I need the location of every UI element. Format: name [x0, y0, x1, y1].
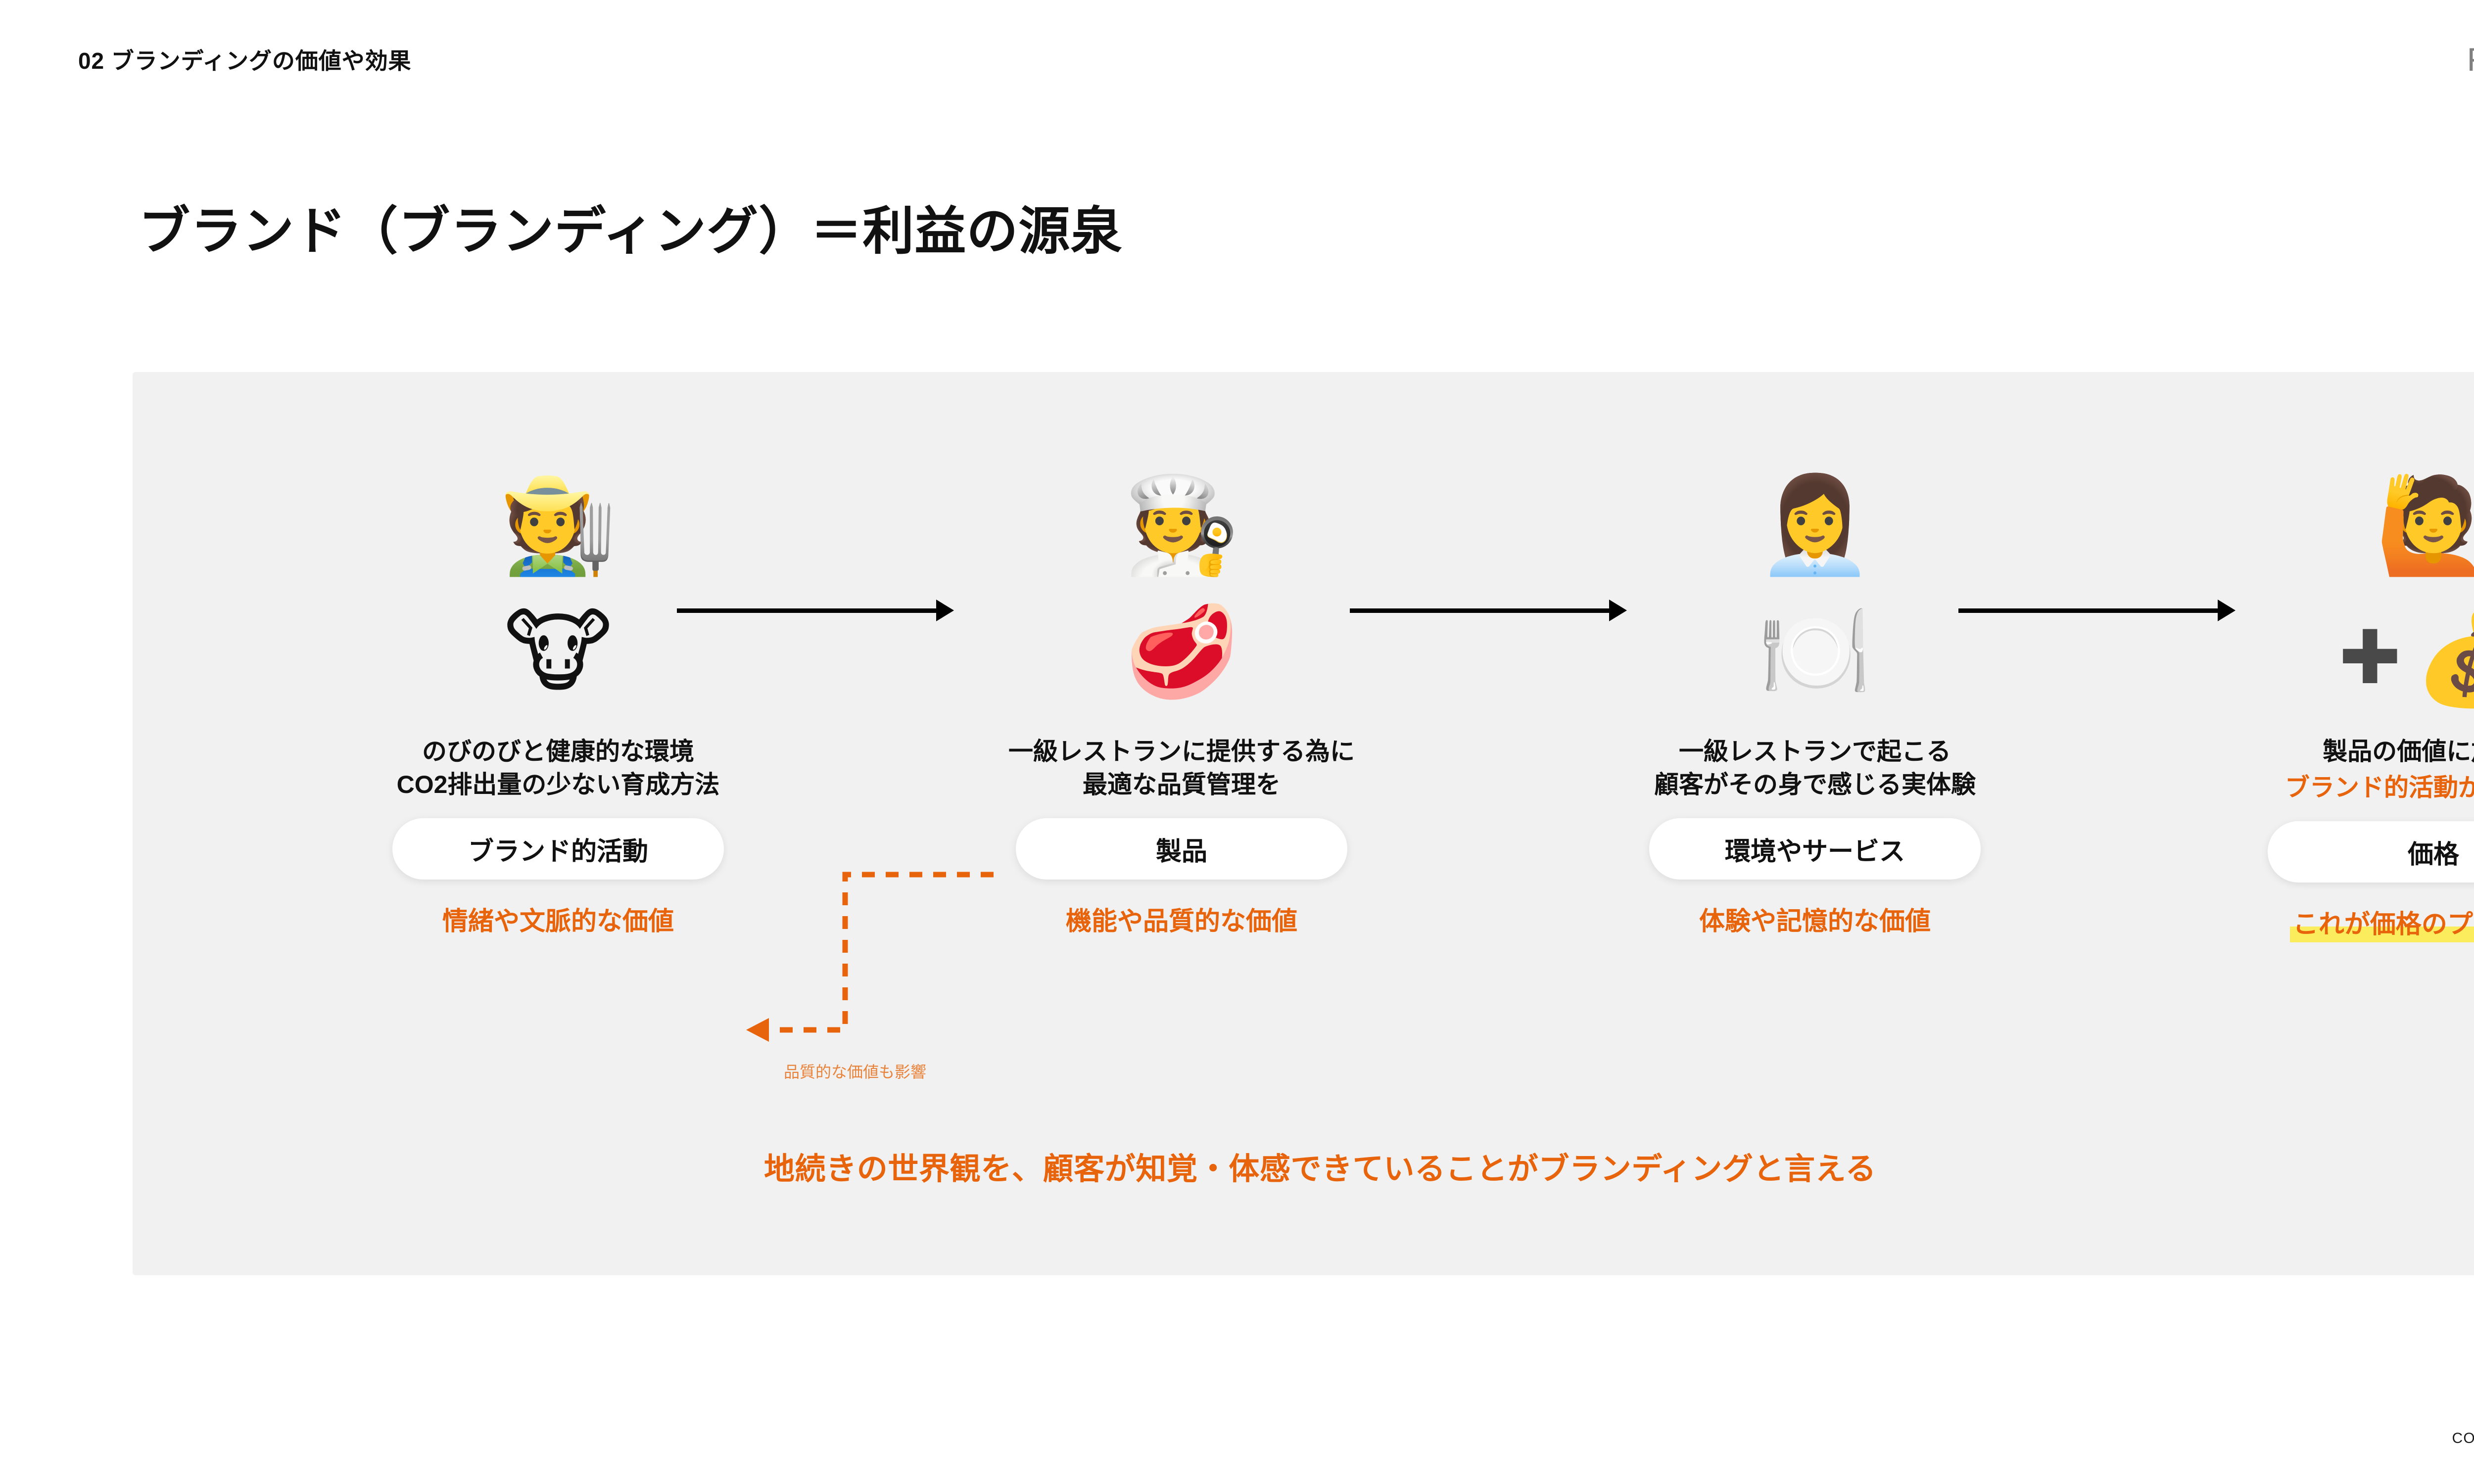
price-emoji-group: ✚ 💰 [2156, 590, 2474, 713]
stage-pill-label: 価格 [2407, 840, 2459, 869]
page-title: ブランド（ブランディング）＝利益の源泉 [139, 203, 1123, 260]
value-label: 体験や記憶的な価値 [1699, 907, 1931, 936]
confidential-label: CONFIDENTIAL [2452, 1430, 2474, 1446]
money-bag-emoji: 💰 [2414, 604, 2474, 711]
farmer-emoji: 🧑‍🌾 [499, 470, 617, 580]
stage-pill-environment-service[interactable]: 環境やサービス [1649, 818, 1981, 880]
value-chain-flow: 🧑‍🌾 🐮 のびのびと健康的な環境 CO2排出量の少ない育成方法 ブランド的活動… [133, 372, 2474, 1275]
stage-pill-product[interactable]: 製品 [1016, 818, 1347, 880]
arrow-shaft [1958, 608, 2219, 613]
column-caption: 製品の価値に加えて [2323, 738, 2474, 765]
column-caption: 一級レストランに提供する為に 最適な品質管理を [1008, 738, 1355, 798]
arrow-shaft [677, 608, 937, 613]
summary-statement: 地続きの世界観を、顧客が知覚・体感できていることがブランディングと言える [763, 1152, 1877, 1186]
stage-pill-label: 製品 [1155, 837, 1207, 866]
column-caption: のびのびと健康的な環境 CO2排出量の少ない育成方法 [396, 738, 720, 798]
slide-header: 02 ブランディングの価値や効果 FRACTA ® [0, 0, 2474, 99]
fork-knife-plate-emoji: 🍽️ [1758, 598, 1872, 705]
woman-office-worker-emoji: 👩‍💼 [1756, 470, 1874, 580]
chef-emoji: 🧑‍🍳 [1123, 470, 1240, 580]
logo-wordmark: FRACTA [2467, 43, 2474, 76]
slide-footer: CONFIDENTIAL 28 [2452, 1427, 2474, 1447]
stage-pill-label: ブランド的活動 [468, 837, 648, 866]
flow-arrow-2 [1350, 600, 1627, 621]
stage-pill-brand-activity[interactable]: ブランド的活動 [392, 818, 724, 880]
stage-pill-label: 環境やサービス [1724, 837, 1905, 866]
column-caption-accent: ブランド的活動が価格に＋ [2285, 774, 2474, 801]
stage-pill-price[interactable]: 価格 [2268, 821, 2474, 882]
flow-column-brand-activity: 🧑‍🌾 🐮 のびのびと健康的な環境 CO2排出量の少ない育成方法 ブランド的活動… [281, 461, 835, 937]
value-label: 機能や品質的な価値 [1065, 907, 1297, 936]
value-label: 情緒や文脈的な価値 [442, 907, 674, 936]
plus-sign-icon: ✚ [2338, 615, 2401, 701]
arrow-shaft [1350, 608, 1610, 613]
cow-face-emoji: 🐮 [504, 598, 613, 705]
flow-column-product: 🧑‍🍳 🥩 一級レストランに提供する為に 最適な品質管理を 製品 機能や品質的な… [904, 461, 1459, 937]
section-eyebrow: 02 ブランディングの価値や効果 [78, 48, 412, 74]
flow-arrow-3 [1958, 600, 2236, 621]
column-caption: 一級レストランで起こる 顧客がその身で感じる実体験 [1654, 738, 1976, 798]
fracta-logo: FRACTA ® [2467, 43, 2474, 76]
arrow-head-icon [1609, 600, 1627, 621]
flow-arrow-1 [677, 600, 954, 621]
person-raising-hand-emoji: 🙋 [2375, 470, 2474, 580]
cut-of-meat-emoji: 🥩 [1124, 598, 1239, 705]
flow-column-price: 🙋 ✚ 💰 製品の価値に加えて ブランド的活動が価格に＋ 価格 これが価格のプレ… [2156, 461, 2474, 942]
arrow-head-icon [2218, 600, 2236, 621]
flow-column-environment-service: 👩‍💼 🍽️ 一級レストランで起こる 顧客がその身で感じる実体験 環境やサービス… [1538, 461, 2092, 937]
value-label-highlighted: これが価格のプレミアム [2289, 903, 2474, 942]
arrow-head-icon [936, 600, 954, 621]
connector-note: 品質的な価値も影響 [783, 1063, 926, 1081]
